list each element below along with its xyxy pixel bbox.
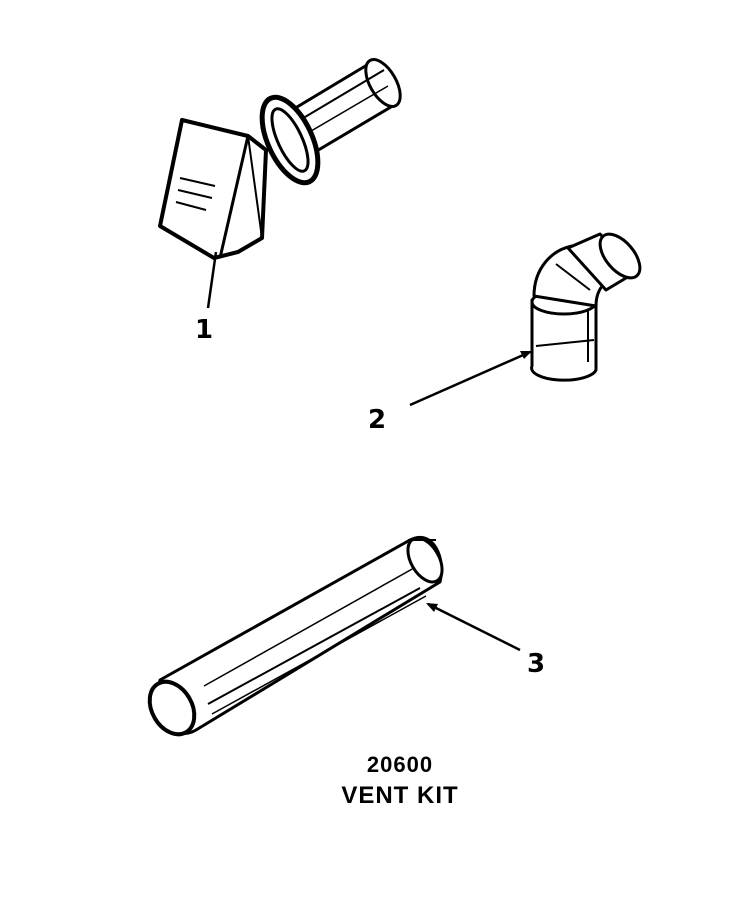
callout-3: 3 bbox=[527, 649, 545, 679]
part-vent-pipe bbox=[147, 536, 444, 737]
part-vent-hood bbox=[158, 58, 402, 309]
arrowhead-3 bbox=[426, 603, 438, 612]
part-elbow bbox=[530, 232, 642, 382]
callout-2: 2 bbox=[368, 405, 386, 435]
leader-line-1 bbox=[206, 251, 218, 309]
arrowhead-2 bbox=[520, 351, 532, 359]
leader-line-3 bbox=[427, 602, 521, 652]
kit-number: 20600 bbox=[366, 752, 434, 777]
leader-line-2 bbox=[409, 350, 531, 407]
callout-1: 1 bbox=[195, 315, 213, 345]
kit-name: VENT KIT bbox=[341, 782, 459, 809]
